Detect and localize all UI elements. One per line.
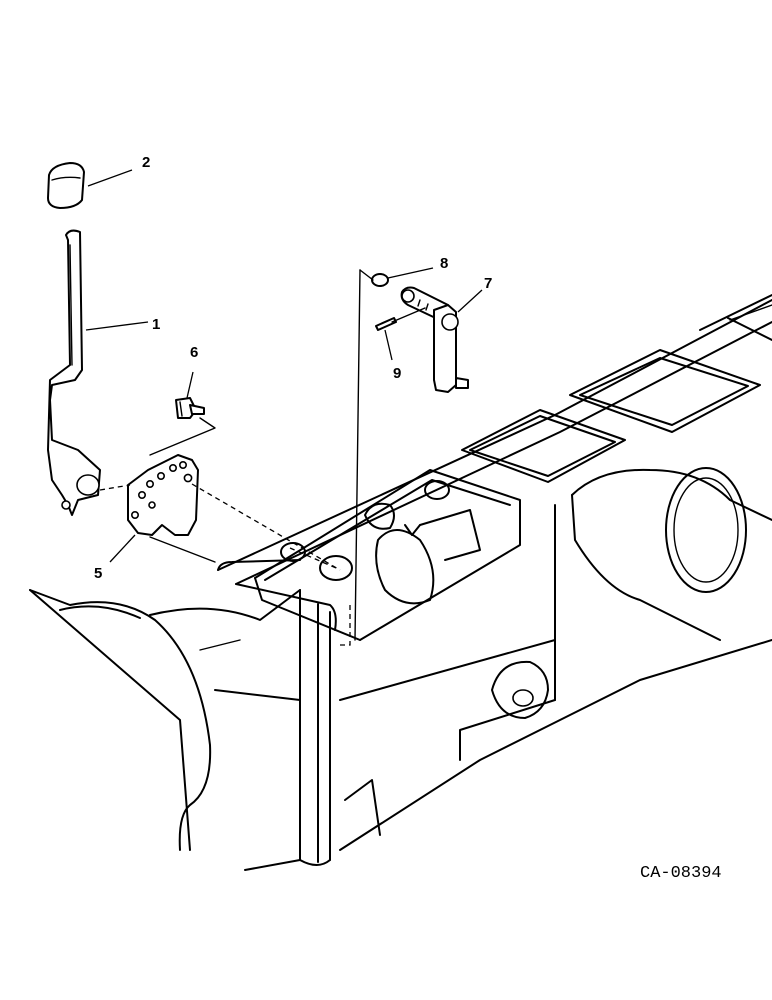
- callout-label-8: 8: [440, 255, 448, 272]
- assembly-lines: [99, 269, 426, 646]
- callout-leaders: [85, 169, 483, 563]
- callout-label-9: 9: [393, 365, 401, 382]
- callout-label-1: 1: [152, 316, 160, 333]
- shaft-arm-part-7: [400, 286, 469, 393]
- snap-ring-part-8: [371, 273, 389, 287]
- detent-plate-part-5: [127, 454, 199, 536]
- lever-part-1: [47, 229, 101, 516]
- knob-part-2: [47, 162, 85, 209]
- callout-label-2: 2: [142, 154, 150, 171]
- callout-label-5: 5: [94, 565, 102, 582]
- transmission-housing: [29, 294, 772, 871]
- callout-label-6: 6: [190, 344, 198, 361]
- callout-labels: 2 1 6 5 8 7 9: [94, 154, 492, 582]
- roll-pin-part-9: [375, 317, 397, 331]
- bolt-part-6: [175, 397, 205, 419]
- figure-id: CA-08394: [640, 864, 722, 883]
- callout-label-7: 7: [484, 275, 492, 292]
